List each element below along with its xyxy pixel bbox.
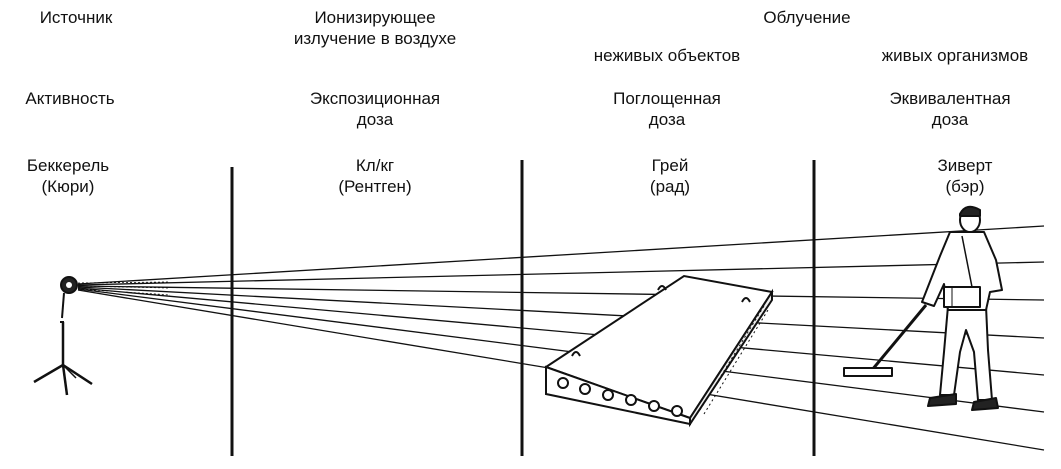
coulomb-per-kg-unit-label: Кл/кг (Рентген) — [338, 156, 412, 196]
person-with-dosimeter-icon — [843, 205, 1003, 411]
becquerel-unit-label: Беккерель (Кюри) — [26, 156, 110, 196]
absorbed-dose-label: Поглощенная доза — [613, 89, 721, 129]
living-organisms-header: живых организмов — [881, 46, 1029, 65]
non-living-objects-header: неживых объектов — [593, 46, 741, 65]
exposure-dose-label: Экспозиционная доза — [309, 89, 441, 129]
source-header: Источник — [39, 8, 113, 27]
ray-beam-origin — [77, 281, 171, 296]
equivalent-dose-label: Эквивалентная доза — [889, 89, 1011, 129]
activity-label: Активность — [25, 89, 115, 108]
sievert-unit-label: Зиверт (бэр) — [937, 156, 993, 196]
gray-unit-label: Грей (рад) — [649, 156, 691, 196]
irradiation-group-header: Облучение — [763, 8, 851, 27]
air-radiation-header: Ионизирующее излучение в воздухе — [293, 8, 457, 48]
radiation-source-icon — [33, 276, 93, 396]
concrete-slab-icon — [543, 274, 774, 428]
radiation-rays — [77, 225, 1045, 451]
